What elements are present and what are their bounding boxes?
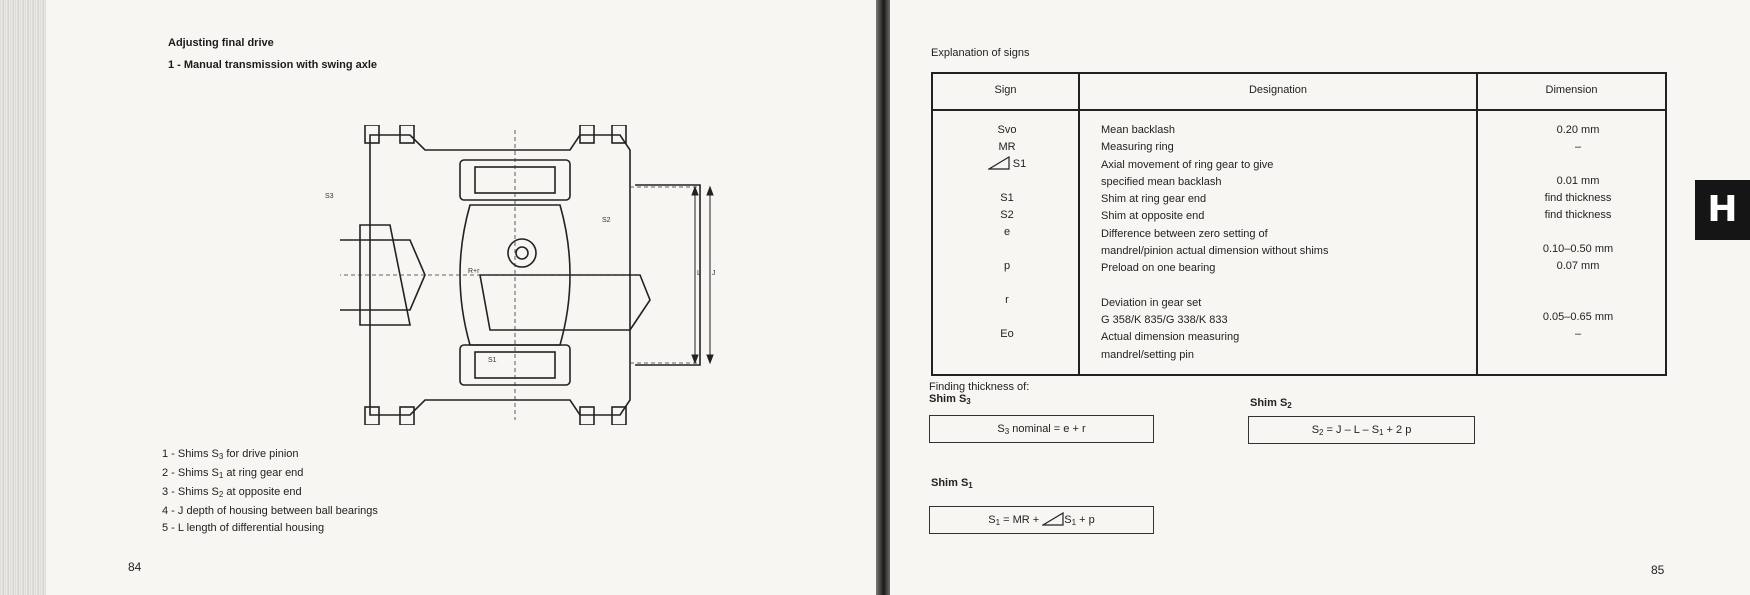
- signs-table: Sign Designation Dimension Svo MR S1 S1 …: [931, 72, 1667, 376]
- label-s1: S1: [488, 357, 497, 364]
- delta-triangle-icon: [1042, 512, 1064, 526]
- label-s3: S3: [325, 193, 334, 200]
- book-gutter: [876, 0, 890, 595]
- sign-cell: e: [1003, 226, 1011, 238]
- formula-s3: S3 nominal = e + r: [929, 415, 1154, 443]
- designation-cell: Shim at opposite end: [1101, 210, 1205, 223]
- sign-cell: S1: [941, 156, 1073, 173]
- dimension-cell: [1493, 224, 1663, 241]
- final-drive-diagram: S3 S2 S1 R+r L J: [325, 124, 720, 426]
- header-dimension: Dimension: [1545, 84, 1598, 96]
- sign-cell: [941, 173, 1073, 190]
- dimension-column: 0.20 mm – 0.01 mm find thickness find th…: [1493, 122, 1663, 343]
- dimension-cell: 0.20 mm: [1556, 124, 1600, 136]
- designation-cell: Difference between zero setting of: [1101, 227, 1268, 240]
- dimension-cell: 0.10–0.50 mm: [1542, 243, 1614, 255]
- shim-s1-label: Shim S1: [931, 477, 973, 490]
- sign-cell: S1: [1000, 192, 1014, 204]
- dimension-cell: 0.01 mm: [1556, 175, 1600, 187]
- section-tab: H: [1695, 180, 1750, 240]
- page-heading: Adjusting final drive: [168, 37, 274, 49]
- sign-cell: [941, 309, 1073, 326]
- designation-cell: Shim at ring gear end: [1101, 193, 1207, 206]
- sign-cell: [941, 275, 1073, 292]
- page-subheading: 1 - Manual transmission with swing axle: [168, 59, 378, 71]
- dimension-cell: find thickness: [1544, 209, 1612, 221]
- label-s2: S2: [602, 217, 611, 224]
- sign-cell: MR: [998, 141, 1016, 153]
- label-r-plus-r: R+r: [468, 268, 480, 275]
- designation-cell: [1101, 278, 1471, 295]
- legend-list: 1 - Shims S3 for drive pinion 2 - Shims …: [162, 446, 378, 537]
- designation-cell: specified mean backlash: [1101, 175, 1222, 188]
- designation-cell: Mean backlash: [1101, 124, 1175, 136]
- designation-cell: Deviation in gear set: [1101, 296, 1202, 309]
- table-divider: [1476, 74, 1478, 374]
- dimension-cell: [1493, 275, 1663, 292]
- designation-column: Mean backlash Measuring ring Axial movem…: [1101, 122, 1471, 364]
- designation-cell: Measuring ring: [1101, 141, 1174, 154]
- formula-s1: S1 = MR + S1 + p: [929, 506, 1154, 534]
- sign-cell: [941, 241, 1073, 258]
- dimension-cell: [1493, 292, 1663, 309]
- legend-item-2: 2 - Shims S1 at ring gear end: [162, 467, 304, 480]
- designation-cell: Actual dimension measuring: [1101, 331, 1240, 344]
- table-header-rule: [933, 109, 1665, 111]
- sign-cell: r: [1005, 294, 1009, 306]
- sign-cell: Eo: [1000, 328, 1014, 340]
- sign-column: Svo MR S1 S1 S2 e p r Eo: [941, 122, 1073, 343]
- legend-item-4: 4 - J depth of housing between ball bear…: [162, 505, 378, 517]
- dimension-cell: –: [1574, 328, 1582, 340]
- header-sign: Sign: [994, 84, 1017, 96]
- sign-cell: S2: [1000, 209, 1014, 221]
- table-divider: [1078, 74, 1080, 374]
- page-number-left: 84: [128, 560, 142, 574]
- designation-cell: mandrel/setting pin: [1101, 348, 1194, 361]
- legend-item-1: 1 - Shims S3 for drive pinion: [162, 448, 299, 461]
- legend-item-5: 5 - L length of differential housing: [162, 522, 325, 534]
- dimension-cell: [1493, 156, 1663, 173]
- dimension-cell: –: [1574, 141, 1582, 153]
- label-j: J: [712, 270, 716, 277]
- label-l: L: [697, 270, 701, 277]
- final-drive-cross-section: [330, 124, 714, 426]
- legend-item-3: 3 - Shims S2 at opposite end: [162, 486, 302, 499]
- page-number-right: 85: [1651, 563, 1665, 577]
- shim-s2-label: Shim S2: [1250, 397, 1292, 410]
- sign-cell: Svo: [997, 124, 1017, 136]
- designation-cell: Preload on one bearing: [1101, 262, 1216, 275]
- sign-cell: p: [1003, 260, 1011, 272]
- left-page: Adjusting final drive 1 - Manual transmi…: [0, 0, 720, 595]
- shim-s3-label: Shim S3: [929, 393, 971, 406]
- dimension-cell: find thickness: [1544, 192, 1612, 204]
- finding-thickness-title: Finding thickness of:: [929, 381, 1030, 393]
- page-edge: [0, 0, 46, 595]
- dimension-cell: 0.05–0.65 mm: [1542, 311, 1614, 323]
- delta-triangle-icon: [987, 156, 1010, 170]
- header-designation: Designation: [1248, 84, 1308, 96]
- dimension-cell: 0.07 mm: [1556, 260, 1600, 272]
- formula-s2: S2 = J – L – S1 + 2 p: [1248, 416, 1475, 444]
- right-page: [890, 0, 1750, 595]
- designation-cell: Axial movement of ring gear to give: [1101, 158, 1274, 171]
- explanation-title: Explanation of signs: [931, 47, 1030, 59]
- designation-cell: mandrel/pinion actual dimension without …: [1101, 245, 1329, 258]
- designation-cell: G 358/K 835/G 338/K 833: [1101, 313, 1228, 326]
